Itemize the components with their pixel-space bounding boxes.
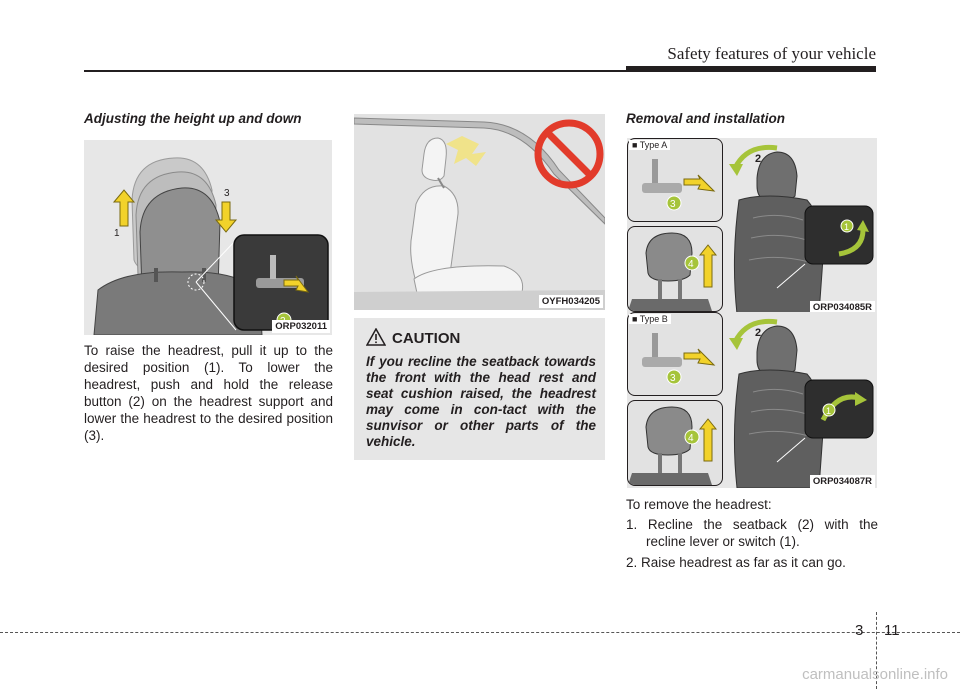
figure-type-a: 2 1 3 ■ Type A 4 ORP034085R <box>627 138 877 314</box>
step-1: 1. Recline the seatback (2) with the rec… <box>626 517 878 549</box>
arrow-left-icon <box>683 348 716 366</box>
seat-illustration-b: 2 1 <box>729 318 874 488</box>
arrow-left-icon <box>683 174 716 192</box>
header-tab <box>626 66 876 72</box>
callout-3: 3 <box>670 373 676 384</box>
caution-title: CAUTION <box>392 330 461 347</box>
right-heading: Removal and installation <box>626 111 786 126</box>
prohibited-icon <box>534 119 604 189</box>
subfigure-release-button: 3 <box>627 312 723 396</box>
arrow-down-icon <box>214 201 238 233</box>
arrow-up-icon <box>698 418 718 462</box>
footer-divider <box>876 612 877 689</box>
seat-illustration-a: 2 1 <box>729 144 874 314</box>
footer-rule <box>0 632 960 633</box>
figure-code: ORP034087R <box>809 475 875 488</box>
callout-2: 2 <box>755 327 761 339</box>
callout-1: 1 <box>844 222 849 232</box>
figure-code: OYFH034205 <box>538 295 603 308</box>
chapter-number: 3 <box>855 622 864 639</box>
figure-recline-warning: OYFH034205 <box>354 114 605 310</box>
figure-code: ORP032011 <box>272 320 330 333</box>
callout-1: 1 <box>114 228 120 239</box>
figure-code: ORP034085R <box>809 301 875 314</box>
callout-4: 4 <box>688 433 694 444</box>
header-title: Safety features of your vehicle <box>667 44 876 63</box>
type-b-label: ■ Type B <box>629 314 671 324</box>
subfigure-raise-headrest: 4 <box>627 226 723 312</box>
left-heading: Adjusting the height up and down <box>84 111 302 126</box>
watermark[interactable]: carmanualsonline.info <box>802 666 948 683</box>
callout-3: 3 <box>224 188 230 199</box>
callout-2: 2 <box>755 153 761 165</box>
callout-4: 4 <box>688 259 694 270</box>
impact-icon <box>446 136 486 166</box>
warning-triangle-icon <box>366 328 386 346</box>
arrow-up-icon <box>698 244 718 288</box>
caution-box: CAUTION If you recline the seatback towa… <box>354 318 605 460</box>
callout-3: 3 <box>670 199 676 210</box>
type-a-label: ■ Type A <box>629 140 671 150</box>
recline-illustration <box>354 114 605 310</box>
headrest-illustration: 1 3 2 <box>93 157 329 335</box>
caution-text: If you recline the seatback towards the … <box>366 354 596 449</box>
page-number: 11 <box>884 622 900 639</box>
callout-1: 1 <box>826 406 831 416</box>
removal-intro: To remove the headrest: <box>626 497 772 512</box>
arrow-up-icon <box>112 189 136 227</box>
figure-adjust-height: 1 3 2 ORP032011 <box>84 140 332 335</box>
arrow-left-icon <box>283 275 310 293</box>
subfigure-raise-headrest: 4 <box>627 400 723 486</box>
subfigure-release-button: 3 <box>627 138 723 222</box>
step-2: 2. Raise headrest as far as it can go. <box>626 555 846 570</box>
figure-type-b: 2 1 3 ■ Type B 4 ORP034087R <box>627 312 877 488</box>
left-body: To raise the headrest, pull it up to the… <box>84 343 333 443</box>
removal-steps: 1. Recline the seatback (2) with the rec… <box>626 516 878 575</box>
header-rule <box>84 70 876 72</box>
